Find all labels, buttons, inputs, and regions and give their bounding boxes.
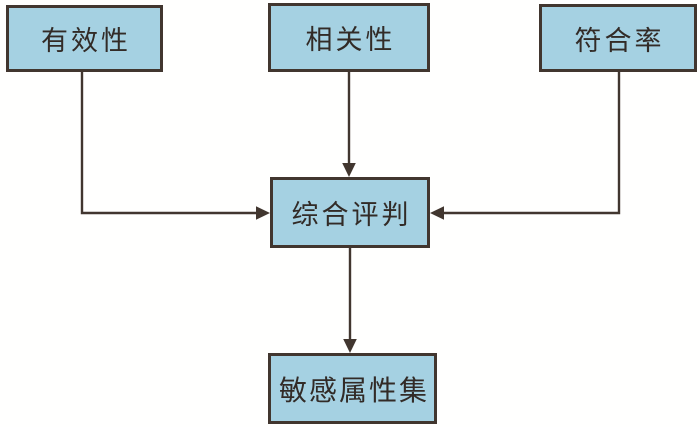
edge-effectiveness-to-evaluation [80, 72, 257, 215]
node-relevance: 相关性 [268, 3, 430, 72]
edge-compliance-rate-to-evaluation [443, 72, 621, 215]
node-comprehensive-evaluation-label: 综合评判 [291, 200, 412, 230]
node-effectiveness-label: 有效性 [41, 26, 131, 56]
node-compliance-rate: 符合率 [539, 4, 697, 72]
node-compliance-rate-label: 符合率 [574, 25, 665, 56]
node-effectiveness: 有效性 [6, 5, 163, 72]
arrowhead-down-icon [342, 163, 356, 177]
arrowhead-right-icon [256, 206, 270, 220]
node-sensitive-attribute-set: 敏感属性集 [268, 353, 437, 424]
node-comprehensive-evaluation: 综合评判 [270, 177, 430, 248]
arrowhead-left-icon [430, 206, 444, 220]
node-relevance-label: 相关性 [305, 25, 396, 55]
arrowhead-down-icon [343, 339, 357, 353]
node-sensitive-attribute-set-label: 敏感属性集 [278, 375, 429, 407]
